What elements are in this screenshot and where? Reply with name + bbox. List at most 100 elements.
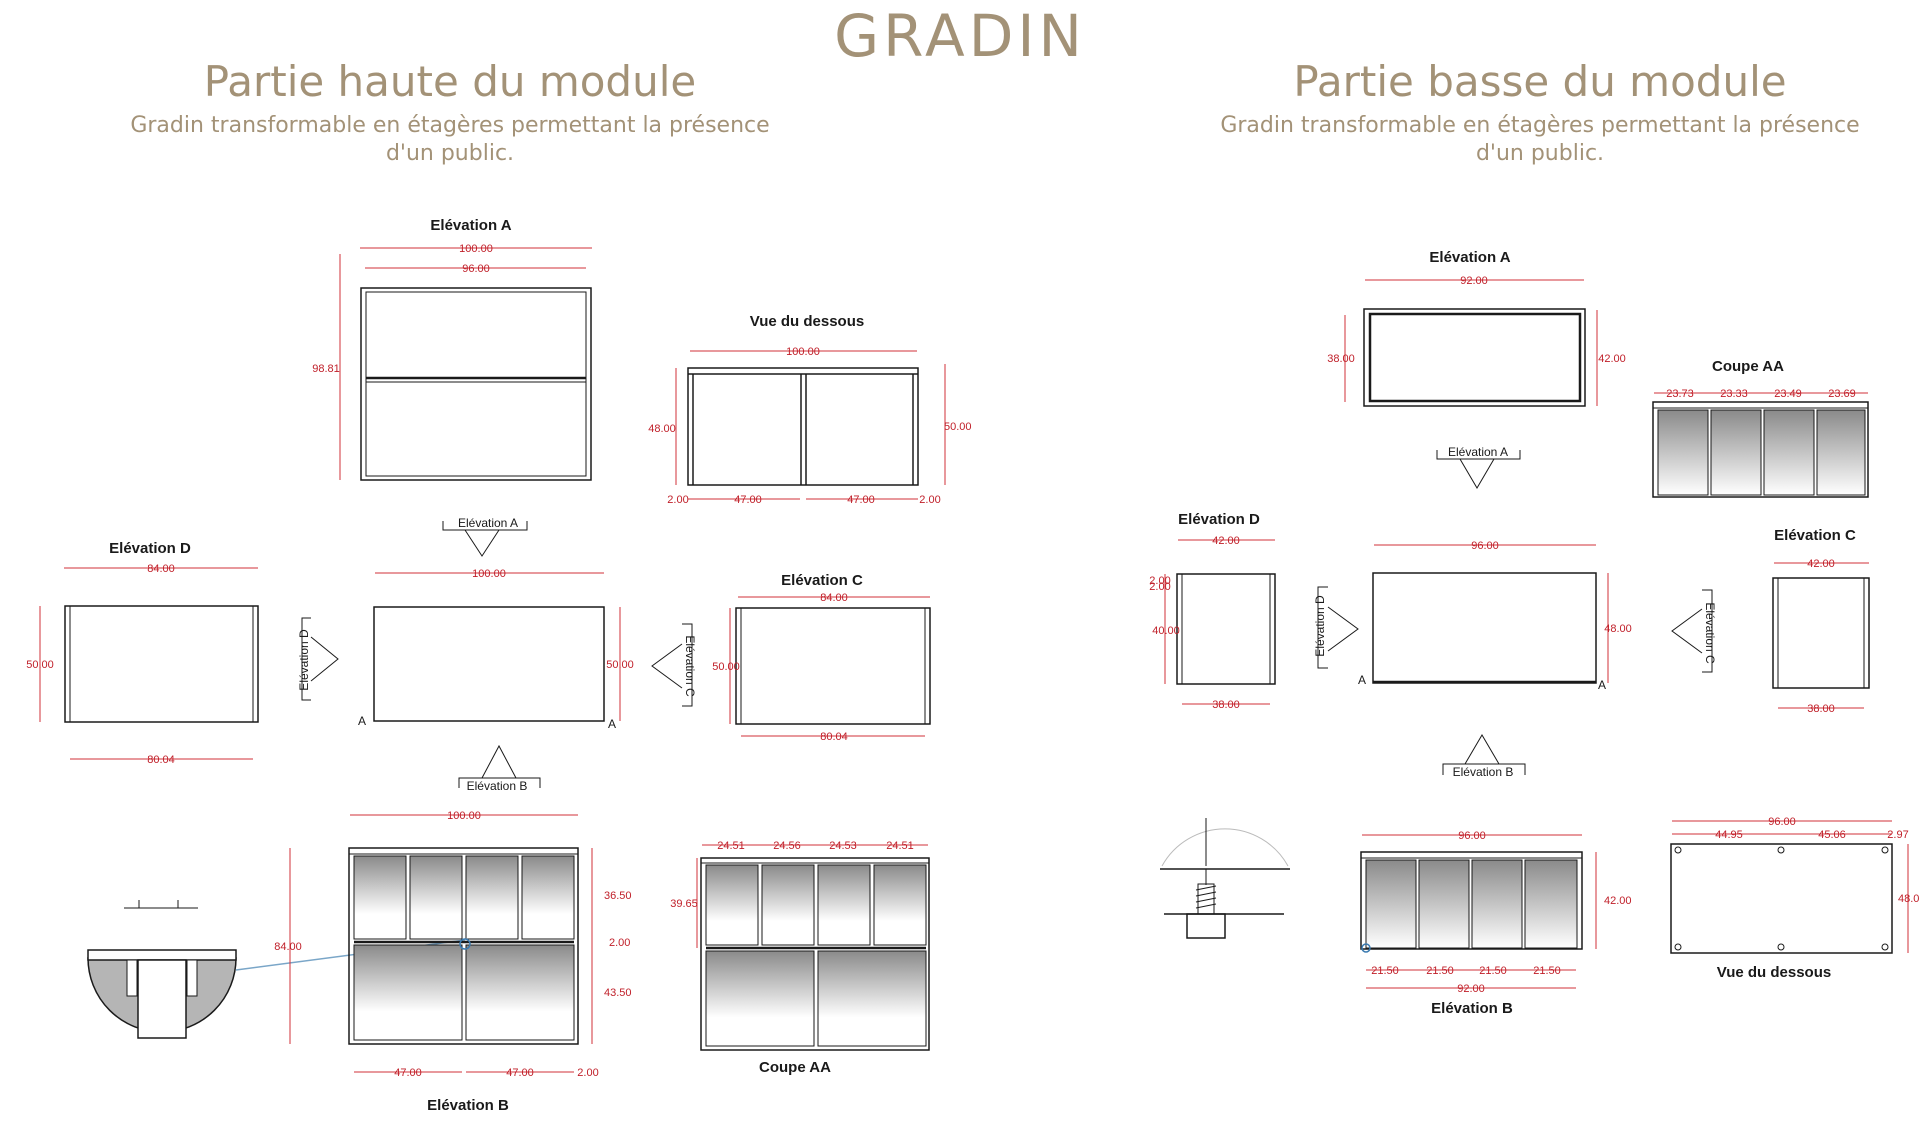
right-header: Partie basse du module Gradin transforma… xyxy=(1130,56,1920,168)
dim: 24.51 xyxy=(717,840,745,852)
dim: 2.00 xyxy=(919,494,940,506)
header: GRADIN Partie haute du module Gradin tra… xyxy=(0,0,1920,180)
dim: 21.50 xyxy=(1426,965,1454,977)
dim: 48.00 xyxy=(1604,623,1632,635)
section-marker-a: A xyxy=(1598,678,1606,692)
dim: 40.00 xyxy=(1152,625,1180,637)
left-header: Partie haute du module Gradin transforma… xyxy=(40,56,860,168)
dim: 50.00 xyxy=(26,659,54,671)
dim: 21.50 xyxy=(1533,965,1561,977)
right-detail xyxy=(1160,818,1290,939)
dim: 2.00 xyxy=(577,1067,598,1079)
dim: 98.81 xyxy=(312,363,340,375)
right-subtitle: Partie basse du module xyxy=(1293,57,1787,106)
dim: 47.00 xyxy=(506,1067,534,1079)
elevation-c-arrow-label: Elévation C xyxy=(683,635,697,697)
left-coupe-aa: 24.51 24.56 24.53 24.51 39.65 Coupe AA xyxy=(670,840,930,1076)
right-elevation-b-label: Elévation B xyxy=(1431,1000,1513,1017)
dim: 50.00 xyxy=(712,661,740,673)
dim: 50.00 xyxy=(606,659,634,671)
elevation-a-arrow-label: Elévation A xyxy=(1448,445,1508,459)
section-marker-a: A xyxy=(1358,673,1366,687)
dim: 84.00 xyxy=(820,592,848,604)
dim: 47.00 xyxy=(394,1067,422,1079)
right-elevation-c-label: Elévation C xyxy=(1774,527,1856,544)
dim: 45.06 xyxy=(1818,829,1846,841)
right-vue-dessous-label: Vue du dessous xyxy=(1717,964,1831,981)
right-vue-dessous: 96.00 44.95 45.06 2.97 48.0 Vue du desso… xyxy=(1670,816,1919,981)
dim: 42.00 xyxy=(1212,535,1240,547)
dim: 36.50 xyxy=(604,890,632,902)
right-elevation-a-label: Elévation A xyxy=(1429,249,1510,266)
dim: 24.56 xyxy=(773,840,801,852)
dim: 92.00 xyxy=(1457,983,1485,995)
dim: 2.97 xyxy=(1887,829,1908,841)
dim: 23.33 xyxy=(1720,388,1748,400)
dim: 47.00 xyxy=(847,494,875,506)
dim: 96.00 xyxy=(1768,816,1796,828)
dim: 47.00 xyxy=(734,494,762,506)
left-vue-dessous: Vue du dessous 100.00 48.00 50.00 2.00 4… xyxy=(648,313,971,506)
left-description: Gradin transformable en étagères permett… xyxy=(130,113,770,166)
dim: 2.00 xyxy=(667,494,688,506)
left-elevation-a: Elévation A 100.00 96.00 98.81 xyxy=(312,217,592,481)
elevation-d-arrow-label: Elévation D xyxy=(1313,595,1327,657)
dim: 100.00 xyxy=(472,568,506,580)
dim: 42.00 xyxy=(1807,558,1835,570)
right-elevation-c: Elévation C 42.00 38.00 xyxy=(1772,527,1870,715)
right-coupe-aa-label: Coupe AA xyxy=(1712,358,1784,375)
dim: 48.0 xyxy=(1898,893,1919,905)
left-elevation-c: Elévation C 84.00 50.00 80.04 xyxy=(712,572,931,743)
left-elevation-d: Elévation D 84.00 50.00 80.04 xyxy=(26,540,259,766)
right-elevation-a: Elévation A 92.00 38.00 42.00 xyxy=(1327,249,1626,407)
elevation-a-arrow-label: Elévation A xyxy=(458,516,518,530)
dim: 38.00 xyxy=(1807,703,1835,715)
right-elevation-d: Elévation D 42.00 2.00 2.00 40.00 38.00 xyxy=(1149,511,1276,711)
left-elevation-c-label: Elévation C xyxy=(781,572,863,589)
dim: 84.00 xyxy=(147,563,175,575)
elevation-c-arrow-label: Elévation C xyxy=(1703,602,1717,664)
left-elevation-b-label: Elévation B xyxy=(427,1097,509,1114)
dim: 48.00 xyxy=(648,423,676,435)
dim: 21.50 xyxy=(1371,965,1399,977)
dim: 96.00 xyxy=(1471,540,1499,552)
dim: 80.04 xyxy=(820,731,848,743)
dim: 38.00 xyxy=(1327,353,1355,365)
dim: 50.00 xyxy=(944,421,972,433)
left-vue-dessous-label: Vue du dessous xyxy=(750,313,864,330)
right-coupe-aa: Coupe AA 23.73 23.33 23.49 23.69 xyxy=(1652,358,1869,498)
left-plan: 100.00 50.00 A A Elévation A Elévation B… xyxy=(297,516,697,793)
dim: 100.00 xyxy=(447,810,481,822)
right-description: Gradin transformable en étagères permett… xyxy=(1220,113,1860,166)
elevation-b-arrow-label: Elévation B xyxy=(467,779,528,793)
elevation-b-arrow-label: Elévation B xyxy=(1453,765,1514,779)
page-title: GRADIN xyxy=(834,2,1086,70)
dim: 2.00 xyxy=(609,937,630,949)
dim: 42.00 xyxy=(1598,353,1626,365)
dim: 23.73 xyxy=(1666,388,1694,400)
right-plan: 96.00 48.00 A A Elévation D Elévation C … xyxy=(1313,540,1717,779)
dim: 38.00 xyxy=(1212,699,1240,711)
dim: 21.50 xyxy=(1479,965,1507,977)
right-arrow-a: Elévation A xyxy=(1436,445,1521,489)
left-elevation-d-label: Elévation D xyxy=(109,540,191,557)
left-detail xyxy=(87,900,466,1039)
dim: 39.65 xyxy=(670,898,698,910)
elevation-d-arrow-label: Elévation D xyxy=(297,629,311,691)
dim: 96.00 xyxy=(1458,830,1486,842)
left-elevation-a-label: Elévation A xyxy=(430,217,511,234)
dim: 96.00 xyxy=(462,263,490,275)
right-elevation-b: 96.00 42.00 21.50 21.50 21.50 21.50 92.0… xyxy=(1360,830,1632,1017)
dim: 24.51 xyxy=(886,840,914,852)
dim: 80.04 xyxy=(147,754,175,766)
section-marker-a: A xyxy=(358,714,366,728)
dim: 84.00 xyxy=(274,941,302,953)
left-elevation-b: 100.00 84.00 36.50 2.00 43.50 47.00 47.0… xyxy=(274,810,631,1114)
dim: 42.00 xyxy=(1604,895,1632,907)
left-subtitle: Partie haute du module xyxy=(203,57,697,106)
dim: 23.49 xyxy=(1774,388,1802,400)
dim: 100.00 xyxy=(459,243,493,255)
dim: 44.95 xyxy=(1715,829,1743,841)
right-elevation-d-label: Elévation D xyxy=(1178,511,1260,528)
